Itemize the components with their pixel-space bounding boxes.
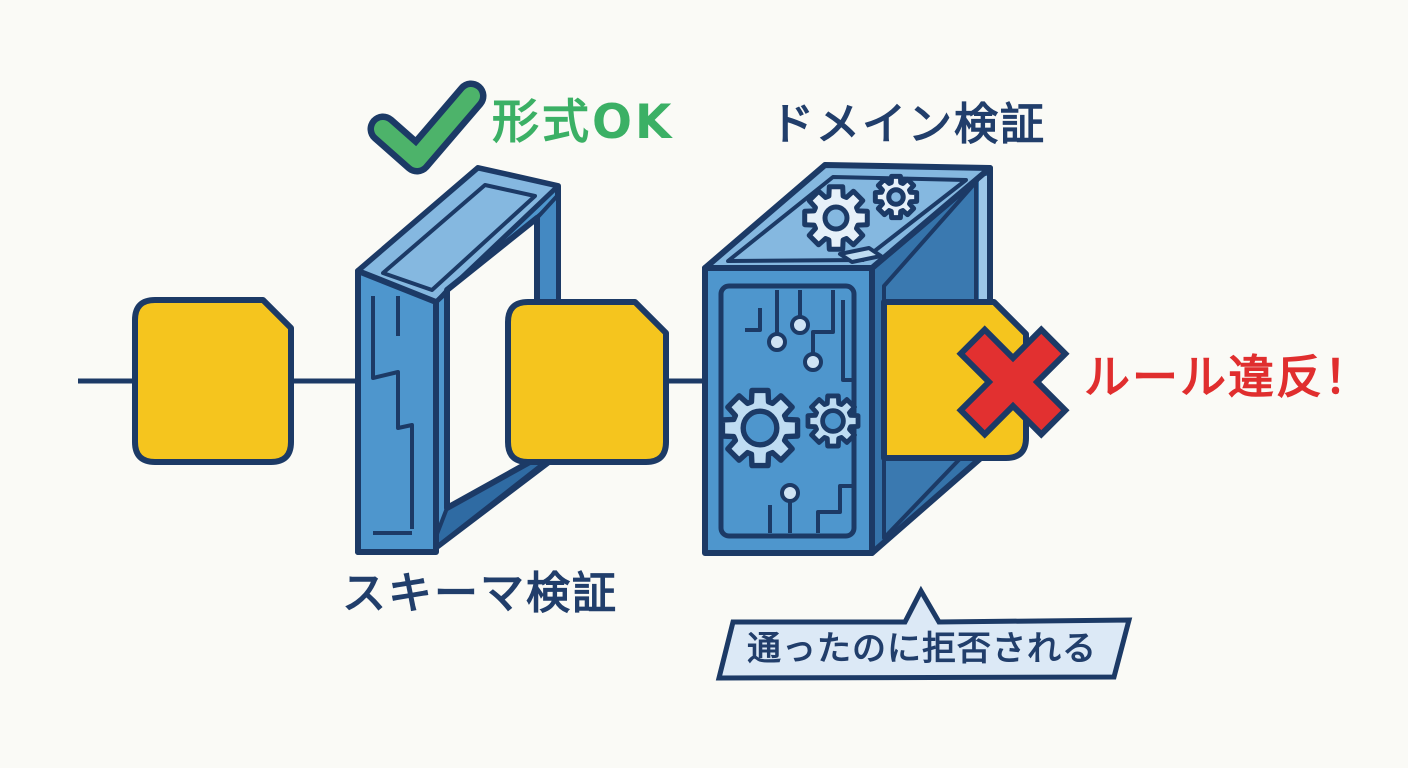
callout-bubble	[715, 585, 1133, 681]
domain-stage-label: ドメイン検証	[770, 99, 1046, 150]
gear-icon-top	[805, 176, 917, 249]
gear-icon-front	[722, 390, 858, 465]
circuit-nodes	[767, 315, 823, 503]
callout-text: 通ったのに拒否される	[747, 629, 1097, 669]
input-document-icon	[132, 297, 294, 465]
domain-status-label: ルール違反！	[1084, 350, 1372, 404]
checkmark-icon	[367, 80, 487, 175]
circuit-decor	[371, 296, 414, 535]
schema-stage-label: スキーマ検証	[342, 568, 618, 619]
circuit-traces	[745, 290, 852, 533]
cross-icon	[956, 325, 1070, 439]
validated-document-icon	[505, 299, 669, 465]
schema-status-label: 形式OK	[492, 95, 675, 150]
